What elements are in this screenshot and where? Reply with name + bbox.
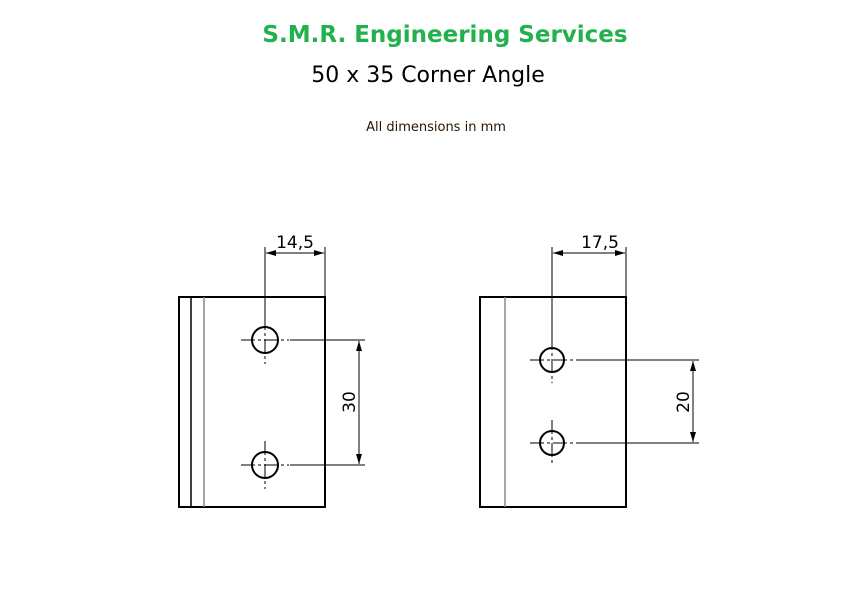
left-vertical-dim-label: 30	[340, 391, 360, 413]
left-view: 14,5 30	[178, 233, 365, 508]
right-part-outline	[479, 296, 627, 508]
drawing-title: 50 x 35 Corner Angle	[311, 63, 545, 88]
left-hole-top	[241, 316, 289, 364]
units-note: All dimensions in mm	[366, 120, 506, 135]
left-hole-bottom	[241, 441, 289, 489]
right-hole-bottom	[530, 420, 578, 466]
left-horizontal-dim-label: 14,5	[276, 233, 314, 253]
left-part-outline	[178, 296, 326, 508]
right-view: 17,5 20	[479, 233, 699, 508]
company-name: S.M.R. Engineering Services	[262, 22, 628, 48]
right-hole-top	[530, 336, 578, 383]
right-vertical-dim-label: 20	[674, 391, 694, 413]
right-horizontal-dim-label: 17,5	[581, 233, 619, 253]
